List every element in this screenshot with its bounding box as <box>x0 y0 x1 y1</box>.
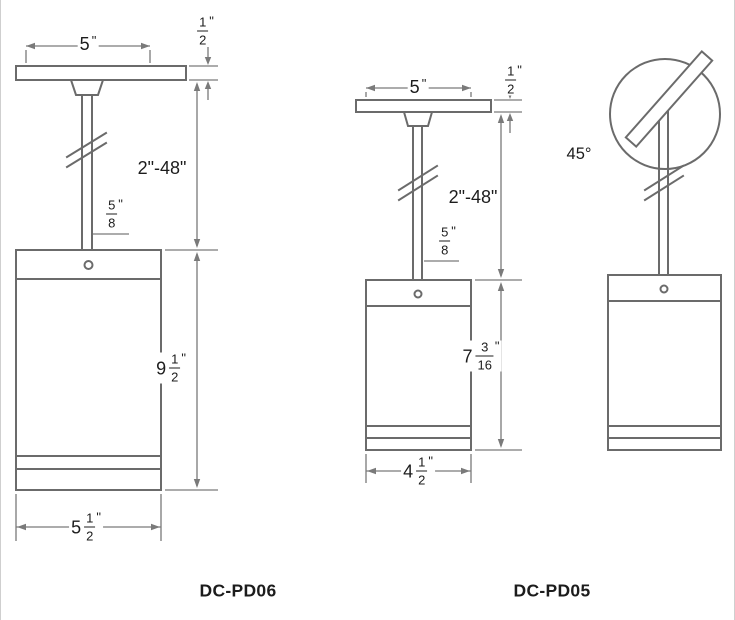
pd06-stem-cup <box>69 79 105 96</box>
dim-unit: " <box>209 13 214 29</box>
fraction-numerator: 1 <box>507 63 515 79</box>
fraction-numerator: 3 <box>481 339 489 355</box>
pd05-sloped-stem-break <box>643 174 685 202</box>
pd05-stem-break <box>397 174 439 202</box>
dim-unit: " <box>428 453 433 469</box>
pd05-stem-cup <box>402 111 434 127</box>
fraction-denominator: 2 <box>416 470 428 488</box>
dim-unit: " <box>421 76 427 91</box>
dim-pd06-canopy-width: 5" <box>77 33 99 54</box>
dim-unit: " <box>91 33 97 48</box>
dim-pd05-canopy-width: 5" <box>407 76 429 97</box>
model-label-pd06: DC-PD06 <box>199 580 277 601</box>
pd05-sloped-shade-body <box>607 274 722 451</box>
dim-unit: " <box>451 223 456 239</box>
pd05-shade-body <box>365 279 472 451</box>
pd05-fixture-front <box>355 99 492 451</box>
pd05-screw <box>413 289 423 299</box>
dim-unit: " <box>118 196 123 212</box>
dim-value: 5 <box>79 34 90 54</box>
fraction-denominator: 2 <box>197 30 209 48</box>
fraction-numerator: 1 <box>86 510 94 526</box>
dim-pd05-mount-angle: 45° <box>564 144 594 163</box>
fraction-numerator: 5 <box>441 224 449 240</box>
fraction-denominator: 8 <box>106 213 118 231</box>
fraction-numerator: 1 <box>199 14 207 30</box>
pd05-fixture-sloped-view <box>607 49 722 451</box>
pd06-dimension-lines <box>15 42 218 541</box>
pd05-angled-stem-bar <box>624 49 714 149</box>
dim-unit: " <box>494 338 500 354</box>
dim-value: 5 <box>409 77 420 97</box>
dim-unit: " <box>96 509 101 525</box>
pd06-stem-break <box>65 141 108 169</box>
dim-pd05-stem-length: 2"-48" <box>446 187 500 207</box>
pd05-canopy <box>355 99 492 113</box>
dim-unit: " <box>181 350 186 366</box>
dim-whole: 4 <box>403 461 414 481</box>
dim-pd06-stem-length: 2"-48" <box>135 158 189 178</box>
pd06-shade-body <box>15 249 162 491</box>
fraction-numerator: 1 <box>171 351 179 367</box>
pd06-screw <box>83 260 94 270</box>
dim-unit: " <box>517 62 522 78</box>
dim-whole: 7 <box>462 346 473 366</box>
pd05-sloped-screw <box>659 284 669 294</box>
fraction-numerator: 1 <box>418 454 426 470</box>
fraction-numerator: 5 <box>108 197 116 213</box>
model-label-pd05: DC-PD05 <box>513 580 591 601</box>
pd06-fixture <box>15 65 187 491</box>
fraction-denominator: 2 <box>169 367 181 385</box>
dim-whole: 5 <box>71 517 82 537</box>
pd06-canopy <box>15 65 187 81</box>
fraction-denominator: 2 <box>505 79 517 97</box>
fraction-denominator: 8 <box>439 240 451 258</box>
fraction-denominator: 2 <box>84 526 96 544</box>
fraction-denominator: 16 <box>475 355 494 373</box>
dim-whole: 9 <box>156 358 167 378</box>
